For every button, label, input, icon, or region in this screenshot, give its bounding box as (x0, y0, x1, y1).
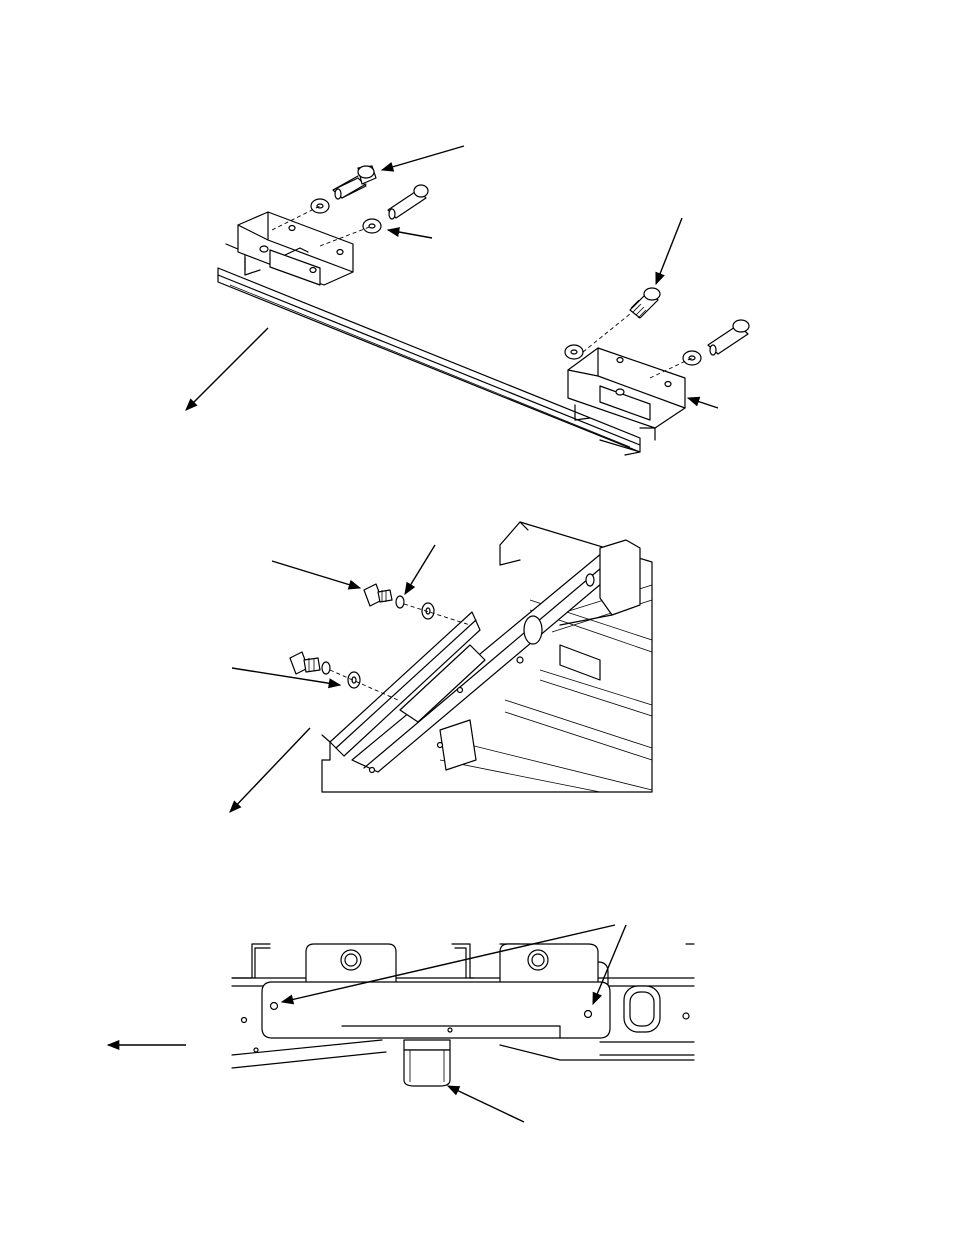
frame-bolt-lower (290, 652, 320, 674)
direction-arrow-front-2 (230, 728, 310, 812)
left-bolt-upper (333, 166, 376, 199)
frame-flat-washer-lower (348, 672, 360, 688)
right-bolt-long (708, 320, 749, 355)
callout-arrow-washer (388, 230, 432, 238)
right-bolt-with-threadlock (630, 288, 660, 318)
left-bracket (238, 212, 353, 285)
crossmember-tube (352, 540, 640, 772)
direction-arrow-front (186, 328, 268, 410)
frame-lock-washer-upper (396, 596, 404, 608)
right-bracket (568, 348, 685, 440)
callout-arrow-lock-washer (405, 545, 435, 594)
right-washer-upper (565, 345, 583, 359)
figure-1-rail-assembly (186, 146, 749, 455)
callout-arrow-threadlock-bolt (656, 218, 682, 284)
frame-bolt-upper (364, 584, 392, 606)
callout-arrow-bracket (688, 398, 718, 408)
callout-arrow-frame-bolt (272, 561, 360, 588)
frame-flat-washer-upper (422, 603, 434, 619)
upper-tab-right (500, 944, 608, 986)
figure-2-frame-assembly (230, 522, 652, 812)
frame-oval-cutout (624, 986, 689, 1032)
top-channel-edge (232, 944, 694, 978)
left-washer-lower (363, 219, 381, 233)
upper-tab-left (306, 944, 396, 986)
center-post (404, 1040, 450, 1086)
callout-arrow-post (448, 1086, 524, 1122)
left-bolt-lower (388, 185, 428, 219)
frame-lock-washer-lower (322, 662, 330, 674)
left-washer-upper (311, 199, 329, 213)
figure-3-side-view (108, 925, 694, 1122)
right-washer-lower (683, 351, 701, 365)
callout-arrow-bolt (382, 146, 464, 170)
